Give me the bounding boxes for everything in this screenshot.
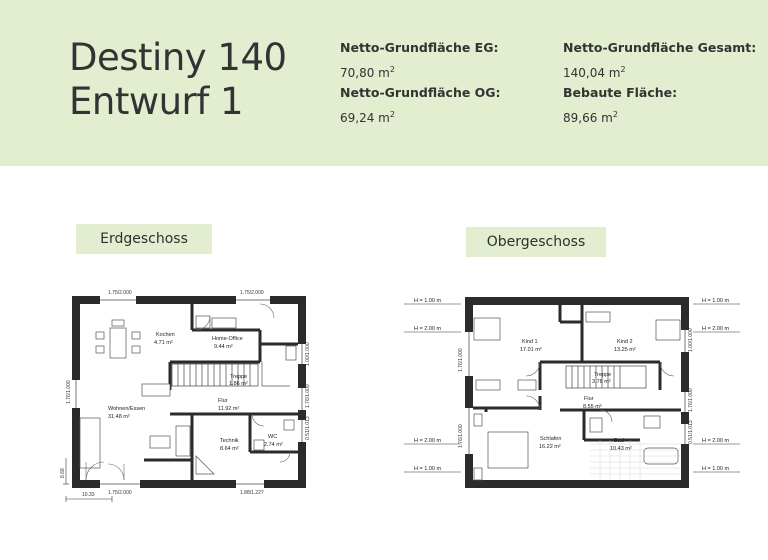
stat-built-value: 89,66 m xyxy=(563,111,613,125)
ground-furniture xyxy=(79,315,297,475)
og-bad-name: Bad xyxy=(614,438,624,444)
og-h-right-3: H = 2.00 m xyxy=(702,438,729,444)
stat-eg: Netto-Grundfläche EG: 70,80 m2 xyxy=(340,40,499,80)
stat-og-value: 69,24 m xyxy=(340,111,390,125)
gf-dim-right-lower: 0.51/1.013 xyxy=(305,416,311,440)
kind1-desk xyxy=(475,379,501,391)
gf-kochen-name: Kochen xyxy=(156,332,175,338)
gf-dim-top-right: 1.75/2.000 xyxy=(240,290,264,296)
dining-table xyxy=(109,327,127,359)
og-schlafen-name: Schlafen xyxy=(540,436,561,442)
gf-wohnen-area: 31.48 m² xyxy=(108,414,130,420)
sideboard xyxy=(175,425,191,457)
gf-wc-area: 2.74 m² xyxy=(264,442,283,448)
og-kind2-name: Kind 2 xyxy=(617,339,633,345)
gf-treppe-name: Treppe xyxy=(230,374,247,380)
gf-technik-area: 8.64 m² xyxy=(220,446,239,452)
stat-og: Netto-Grundfläche OG: 69,24 m2 xyxy=(340,85,501,125)
og-h-right-2: H = 2.00 m xyxy=(702,326,729,332)
kitchen-counter xyxy=(141,383,171,397)
upper-doors xyxy=(525,361,675,423)
gf-treppe-area: 1.86 m² xyxy=(229,381,248,387)
height-markers xyxy=(404,303,740,473)
gf-dim-top-left: 1.75/2.000 xyxy=(108,290,132,296)
desk xyxy=(211,317,237,329)
bath-tiles xyxy=(590,440,680,480)
og-h-left-4: H = 1.00 m xyxy=(414,466,441,472)
ground-stairs xyxy=(171,362,290,387)
gf-dim-left: 1.76/1.000 xyxy=(66,380,72,404)
og-kind1-name: Kind 1 xyxy=(522,339,538,345)
upper-floor-label: Obergeschoss xyxy=(466,227,606,257)
stat-eg-label: Netto-Grundfläche EG: xyxy=(340,40,499,55)
gf-dim-total-height: 8.68 xyxy=(60,468,66,478)
og-h-left-3: H = 2.00 m xyxy=(414,438,441,444)
ground-outer-walls xyxy=(72,296,306,488)
gf-kochen-area: 4.71 m² xyxy=(154,340,173,346)
stat-total-value: 140,04 m xyxy=(563,66,621,80)
og-h-right-1: H = 1.00 m xyxy=(702,298,729,304)
stat-eg-value: 70,80 m xyxy=(340,66,390,80)
gf-dim-bottom-left: 1.75/2.000 xyxy=(108,490,132,496)
stat-total-label: Netto-Grundfläche Gesamt: xyxy=(563,40,757,55)
kind2-bed xyxy=(655,319,681,341)
wc-sink xyxy=(283,419,295,431)
og-dim-left-upper: 1.76/1.000 xyxy=(458,348,464,372)
og-h-left-2: H = 2.00 m xyxy=(414,326,441,332)
header-banner xyxy=(0,0,768,166)
design-name: Entwurf 1 xyxy=(69,80,244,123)
og-dim-right-mid: 1.76/1.000 xyxy=(688,388,694,412)
double-bed xyxy=(487,431,529,469)
gf-dim-right-upper: 1.00/1.000 xyxy=(305,342,311,366)
og-kind1-area: 17.01 m² xyxy=(520,347,542,353)
gf-office-name: Home-Office xyxy=(212,336,243,342)
stat-built: Bebaute Fläche: 89,66 m2 xyxy=(563,85,678,125)
model-name: Destiny 140 xyxy=(69,36,287,79)
og-h-right-4: H = 1.00 m xyxy=(702,466,729,472)
coffee-table xyxy=(149,435,171,449)
og-flur-area: 8.55 m² xyxy=(583,404,602,410)
bath-shower xyxy=(589,417,603,433)
kind1-bed xyxy=(473,317,501,341)
gf-flur-name: Flur xyxy=(218,398,228,404)
og-dim-right-upper: 1.00/1.000 xyxy=(688,328,694,352)
stat-og-label: Netto-Grundfläche OG: xyxy=(340,85,501,100)
upper-furniture xyxy=(473,311,681,481)
stat-total: Netto-Grundfläche Gesamt: 140,04 m2 xyxy=(563,40,757,80)
sofa xyxy=(79,417,101,469)
gf-dim-right-mid: 1.76/1.000 xyxy=(305,384,311,408)
gf-office-area: 9.44 m² xyxy=(214,344,233,350)
og-schlafen-area: 16.22 m² xyxy=(539,444,561,450)
gf-wohnen-name: Wohnen/Essen xyxy=(108,406,145,412)
og-h-left-1: H = 1.00 m xyxy=(414,298,441,304)
gf-flur-area: 11.92 m² xyxy=(218,406,239,412)
upper-floor-plan: Kind 1 17.01 m² Kind 2 13.25 m² Treppe 3… xyxy=(404,297,740,488)
og-kind2-area: 13.25 m² xyxy=(614,347,636,353)
stat-built-label: Bebaute Fläche: xyxy=(563,85,678,100)
upper-stairs xyxy=(565,365,647,389)
ground-floor-plan: Kochen 4.71 m² Home-Office 9.44 m² Trepp… xyxy=(60,290,311,502)
gf-wc-name: WC xyxy=(268,434,277,440)
title-block: Destiny 140 Entwurf 1 xyxy=(69,36,287,124)
gf-technik-name: Technik xyxy=(220,438,239,444)
og-treppe-name: Treppe xyxy=(594,372,611,378)
wc-toilet xyxy=(253,439,265,451)
gf-dim-total-width: 10.33 xyxy=(82,492,95,498)
og-treppe-area: 3.78 m² xyxy=(592,379,611,385)
og-dim-right-lower: 0.51/1.013 xyxy=(688,420,694,444)
og-bad-area: 10.43 m² xyxy=(610,446,632,452)
ground-floor-label: Erdgeschoss xyxy=(76,224,212,254)
og-dim-left-lower: 1.76/1.000 xyxy=(458,424,464,448)
og-flur-name: Flur xyxy=(584,396,594,402)
upper-interior-walls xyxy=(473,305,681,442)
ground-interior-walls xyxy=(144,304,298,480)
ground-doors xyxy=(85,303,291,481)
gf-dim-bottom-right: 1.88/1.227 xyxy=(240,490,264,496)
bath-sink xyxy=(643,415,661,429)
